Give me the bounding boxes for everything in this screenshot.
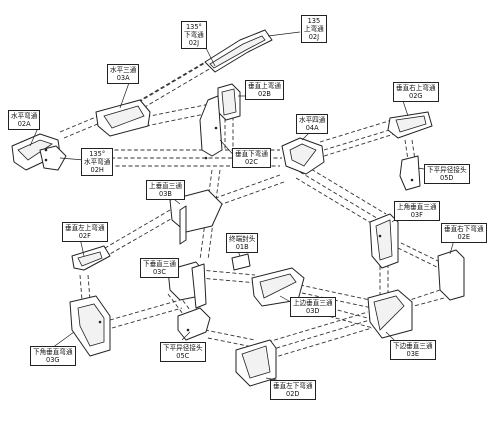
label-05C-name: 下平异径接头: [163, 344, 203, 352]
fitting-02J: [204, 29, 273, 73]
fitting-03A: [95, 99, 151, 137]
label-02E: 垂直右下弯通 02E: [441, 223, 487, 243]
label-02F-code: 02F: [78, 232, 91, 240]
label-03D-name: 上边垂直三通: [293, 299, 333, 307]
label-02F-name: 垂直左上弯通: [65, 224, 105, 232]
fitting-02F: [71, 245, 111, 271]
label-02A: 水平弯通 02A: [8, 110, 41, 130]
label-02J: 135° 下弯通 02J: [181, 21, 207, 49]
label-02C: 垂直下弯通 02C: [232, 148, 271, 168]
fitting-03F: [369, 213, 399, 269]
label-03D-code: 03D: [306, 307, 320, 315]
label-02B-code: 02B: [258, 90, 271, 98]
label-03E: 下边垂直三通 03E: [390, 340, 436, 360]
fitting-03G: [69, 295, 111, 357]
label-02D: 垂直左下弯通 02D: [270, 380, 316, 400]
label-03D: 上边垂直三通 03D: [290, 297, 336, 317]
label-02E-code: 02E: [457, 233, 471, 241]
label-03F-code: 03F: [410, 211, 423, 219]
label-02A-name: 水平弯通: [11, 112, 38, 120]
label-02G: 垂直右上弯通 02G: [393, 82, 439, 102]
label-02E-name: 垂直右下弯通: [444, 225, 484, 233]
label-04A-name: 水平四通: [299, 116, 326, 124]
fitting-03E: [367, 289, 413, 339]
label-03E-code: 03E: [406, 350, 420, 358]
label-03E-name: 下边垂直三通: [393, 342, 433, 350]
bolt-holes: [44, 126, 414, 332]
label-03G: 下角垂直弯通 03G: [30, 346, 76, 366]
label-03G-name: 下角垂直弯通: [33, 348, 73, 356]
label-03F: 上角垂直三通 03F: [394, 201, 440, 221]
label-01B-code: 01B: [235, 243, 249, 251]
fitting-02D: [235, 339, 277, 387]
label-05D: 下平异径接头 05D: [424, 164, 470, 184]
label-03G-code: 03G: [46, 356, 60, 364]
label-02A-code: 02A: [17, 120, 31, 128]
label-05D-code: 05D: [440, 174, 454, 182]
label-03C-code: 03C: [152, 268, 166, 276]
label-05C-code: 05C: [176, 352, 190, 360]
label-02H-name: 135° 水平弯通: [84, 150, 111, 166]
label-03F-name: 上角垂直三通: [397, 203, 437, 211]
label-04A-code: 04A: [305, 124, 319, 132]
label-05D-name: 下平异径接头: [427, 166, 467, 174]
label-02C-name: 垂直下弯通: [235, 150, 268, 158]
fitting-02C: [199, 95, 223, 157]
label-03B-code: 03B: [159, 190, 172, 198]
label-03A-name: 水平三通: [110, 66, 137, 74]
label-03A: 水平三通 03A: [107, 64, 140, 84]
label-03A-code: 03A: [116, 74, 130, 82]
fitting-03B: [169, 189, 223, 245]
label-02G-name: 垂直右上弯通: [396, 84, 436, 92]
fitting-05C: [177, 307, 211, 341]
fitting-04A: [281, 137, 325, 175]
label-03C-name: 下垂直三通: [143, 260, 176, 268]
fitting-03D: [251, 267, 305, 307]
label-02J-name: 135° 下弯通: [184, 23, 204, 39]
label-02D-name: 垂直左下弯通: [273, 382, 313, 390]
label-02H: 135° 水平弯通 02H: [81, 148, 114, 176]
fitting-05D: [399, 155, 421, 191]
label-02J-up-name: 135 上弯通: [304, 17, 324, 33]
label-02H-code: 02H: [90, 166, 104, 174]
label-03B-name: 上垂直三通: [149, 182, 182, 190]
fitting-01B: [231, 253, 251, 271]
fitting-02E: [437, 249, 465, 301]
label-04A: 水平四通 04A: [296, 114, 329, 134]
label-02B: 垂直上弯通 02B: [245, 80, 284, 100]
fitting-02G: [387, 111, 433, 139]
label-02D-code: 02D: [286, 390, 300, 398]
label-02J-up: 135 上弯通 02J: [301, 15, 327, 43]
label-02B-name: 垂直上弯通: [248, 82, 281, 90]
fitting-02B: [217, 83, 241, 121]
label-02J-up-code: 02J: [308, 33, 320, 41]
label-02G-code: 02G: [409, 92, 423, 100]
label-03B: 上垂直三通 03B: [146, 180, 185, 200]
fitting-02H: [39, 145, 67, 171]
fitting-02A: [11, 133, 61, 171]
label-01B: 终端封头 01B: [226, 233, 259, 253]
label-02F: 垂直左上弯通 02F: [62, 222, 108, 242]
label-02J-code: 02J: [188, 39, 200, 47]
label-01B-name: 终端封头: [229, 235, 256, 243]
label-03C: 下垂直三通 03C: [140, 258, 179, 278]
label-02C-code: 02C: [244, 158, 258, 166]
label-05C: 下平异径接头 05C: [160, 342, 206, 362]
